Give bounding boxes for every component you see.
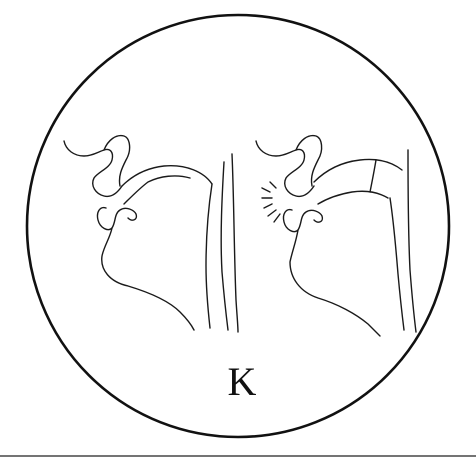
- phoneme-letter: K: [228, 359, 257, 404]
